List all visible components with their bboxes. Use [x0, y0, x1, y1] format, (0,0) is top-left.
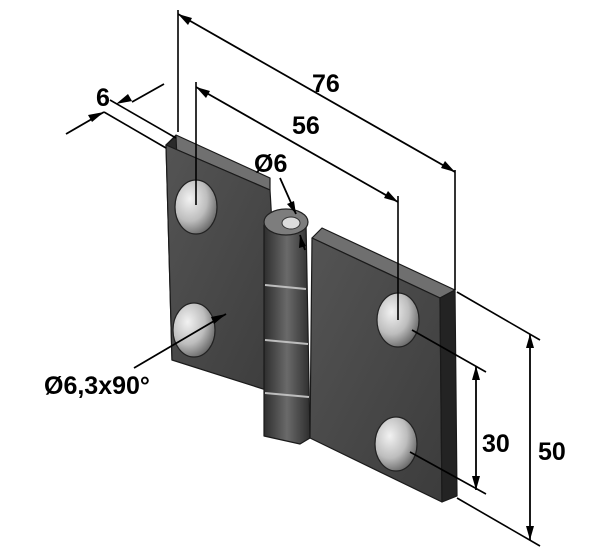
hinge-pin [281, 216, 301, 230]
dimension-30-label: 30 [482, 430, 510, 458]
dimension-pin-diameter: Ø6 [254, 150, 306, 251]
dimension-6-label: 6 [96, 84, 110, 112]
dimension-hole-spacing-vertical: 30 [409, 329, 510, 495]
hinge-knuckle [263, 208, 311, 445]
dimension-56-label: 56 [292, 112, 320, 140]
right-bottom-countersunk-hole [374, 416, 418, 472]
hinge-body [165, 134, 458, 503]
knuckle-segment-line [264, 339, 309, 345]
dimension-countersink: Ø6,3x90° [44, 313, 227, 400]
dimension-pin-label: Ø6 [254, 150, 287, 178]
knuckle-segment-line [264, 392, 310, 398]
dimension-overall-height: 50 [456, 291, 566, 547]
dimension-overall-width: 76 [177, 10, 456, 290]
dimension-76-label: 76 [312, 70, 340, 98]
dimension-hole-spacing-horizontal: 56 [195, 82, 399, 320]
dimension-50-label: 50 [538, 438, 566, 466]
right-leaf-side [439, 289, 458, 503]
dimension-countersink-label: Ø6,3x90° [44, 372, 150, 400]
left-bottom-countersunk-hole [172, 302, 216, 358]
knuckle-segment-line [264, 284, 307, 290]
right-leaf [309, 227, 458, 503]
dimension-thickness: 6 [65, 83, 177, 149]
